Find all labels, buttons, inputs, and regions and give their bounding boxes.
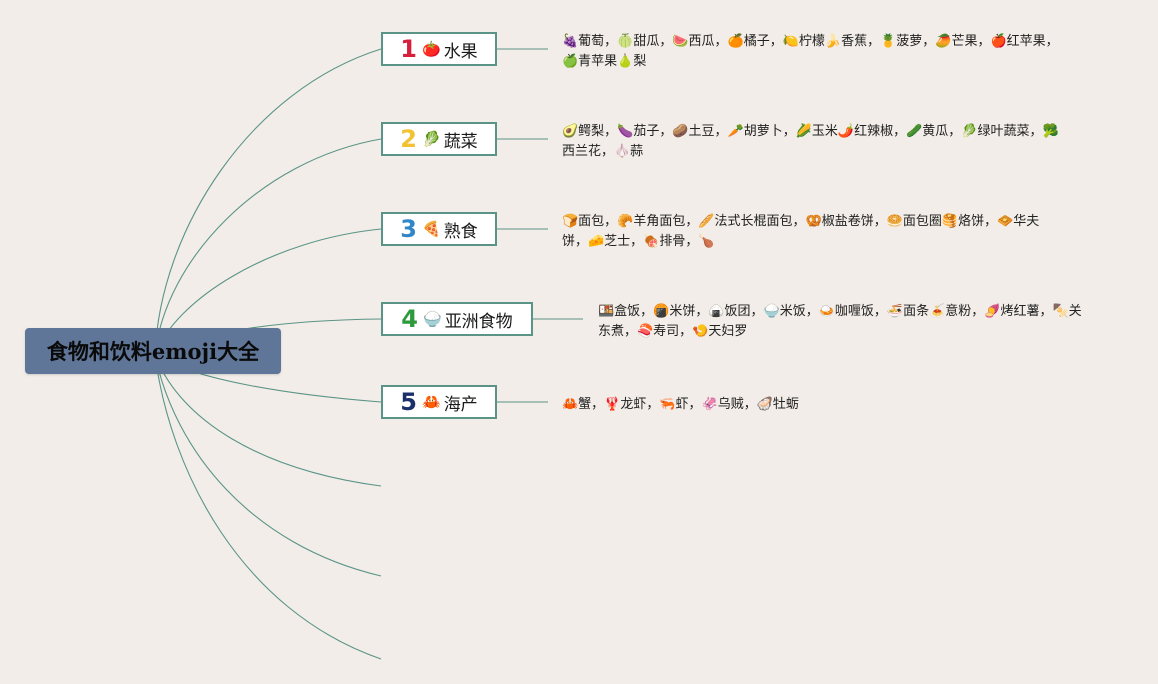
topic-label: 亚洲食物 [444, 311, 513, 332]
leafy-green-icon: 🥬 [422, 130, 441, 148]
topic-number: 2 [400, 125, 417, 153]
topic-label: 水果 [443, 41, 478, 62]
topic-prepared-food[interactable]: 3 🍕 熟食 [381, 212, 497, 246]
topic-number: 4 [401, 305, 418, 333]
topic-seafood[interactable]: 5 🦀 海产 [381, 385, 497, 419]
connector-topic-1 [154, 48, 382, 356]
rice-bowl-icon: 🍚 [423, 310, 442, 328]
detail-prepared-food[interactable]: 🍞面包，🥐羊角面包，🥖法式长棍面包，🥨椒盐卷饼，🥯面包圈🥞烙饼，🧇华夫饼，🧀芝士… [562, 214, 1040, 249]
root-node[interactable]: 食物和饮料emoji大全 [25, 328, 281, 374]
crab-icon: 🦀 [422, 393, 441, 411]
connector-empty-1 [154, 354, 382, 487]
topic-number: 3 [400, 215, 417, 243]
tomato-icon: 🍅 [422, 40, 441, 58]
detail-asian-food[interactable]: 🍱盒饭，🍘米饼，🍙饭团，🍚米饭，🍛咖喱饭，🍜面条🍝意粉，🍠烤红薯，🍢关东煮，🍣寿… [598, 304, 1082, 339]
topic-number: 1 [400, 35, 417, 63]
detail-vegetables[interactable]: 🥑鳄梨，🍆茄子，🥔土豆，🥕胡萝卜，🌽玉米🌶️红辣椒，🥒黄瓜，🥬绿叶蔬菜，🥦西兰花… [562, 124, 1059, 159]
topic-vegetables[interactable]: 2 🥬 蔬菜 [381, 122, 497, 156]
connector-empty-2 [154, 354, 382, 577]
root-title: 食物和饮料emoji大全 [46, 339, 260, 364]
topic-number: 5 [400, 388, 417, 416]
connector-topic-2 [154, 138, 382, 356]
detail-fruit[interactable]: 🍇葡萄，🍈甜瓜，🍉西瓜，🍊橘子，🍋柠檬🍌香蕉，🍍菠萝，🥭芒果，🍎红苹果，🍏青苹果… [562, 34, 1059, 69]
topic-label: 熟食 [443, 221, 478, 242]
detail-seafood[interactable]: 🦀蟹，🦞龙虾，🦐虾，🦑乌贼，🦪牡蛎 [562, 397, 799, 412]
topic-label: 海产 [443, 394, 478, 415]
topic-asian-food[interactable]: 4 🍚 亚洲食物 [381, 302, 533, 336]
topic-label: 蔬菜 [443, 131, 478, 152]
pizza-icon: 🍕 [422, 220, 441, 238]
connector-empty-3 [154, 354, 382, 660]
topic-fruit[interactable]: 1 🍅 水果 [381, 32, 497, 66]
